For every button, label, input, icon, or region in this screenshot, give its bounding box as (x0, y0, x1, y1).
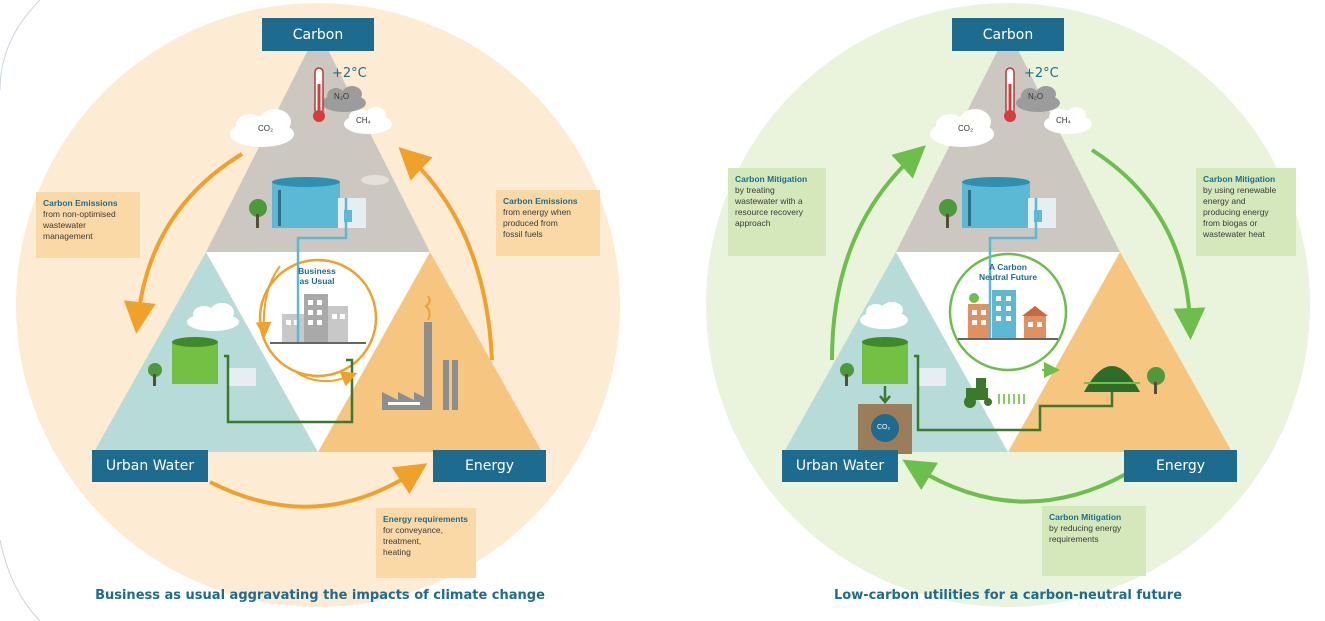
callout-heading: Energy requirements (383, 514, 469, 524)
right-tractor-icon (964, 378, 1025, 408)
right-temperature: +2°C (1024, 66, 1059, 81)
left-inner-arrow-1 (255, 265, 281, 338)
left-center-circle (258, 258, 378, 378)
right-carbon-label: Carbon (952, 18, 1064, 51)
callout-heading: Carbon Mitigation (1049, 512, 1122, 522)
corner-line-bottom (0, 539, 41, 621)
callout-heading: Carbon Mitigation (735, 174, 808, 184)
left-arrow-carbon-to-water (123, 152, 244, 334)
right-callout-top-right: Carbon Mitigation by using renewable ene… (1196, 168, 1296, 256)
right-caption: Low-carbon utilities for a carbon-neutra… (833, 588, 1183, 603)
left-urban-water-label: Urban Water (92, 450, 208, 482)
callout-line: treatment, (383, 536, 422, 546)
left-treatment-plant-icon (249, 177, 366, 228)
left-center-title: Business as Usual (284, 266, 350, 286)
left-factory-icon (382, 295, 458, 410)
right-center-line-1: A Carbon (989, 262, 1027, 272)
left-carbon-triangle (206, 30, 430, 252)
right-callout-bottom: Carbon Mitigation by reducing energy req… (1042, 506, 1146, 576)
right-energy-triangle (1008, 252, 1232, 452)
left-n2o-label: N₂O (334, 92, 350, 101)
right-water-tank-icon (840, 337, 946, 386)
right-treatment-plant-icon (939, 177, 1056, 228)
callout-line: by using renewable (1203, 185, 1277, 195)
callout-line: produced from (503, 218, 558, 228)
callout-line: resource recovery (735, 207, 804, 217)
left-center-line-2: as Usual (299, 276, 335, 286)
callout-line: producing energy (1203, 207, 1269, 217)
right-city-icon (958, 290, 1058, 340)
right-co2-storage-icon (858, 386, 912, 454)
left-inner-arrow-2 (295, 371, 358, 387)
callout-line: wastewater (43, 220, 86, 230)
left-arrow-energy-to-carbon (398, 146, 494, 361)
callout-line: from biogas or (1203, 218, 1258, 228)
callout-line: requirements (1049, 534, 1099, 544)
right-clouds (860, 107, 1092, 329)
left-callout-top-right: Carbon Emissions from energy when produc… (496, 190, 600, 256)
left-pipe-blue (296, 198, 348, 342)
right-arrow-water-to-carbon (830, 145, 926, 361)
callout-line: approach (735, 218, 771, 228)
callout-line: from energy when (503, 207, 572, 217)
right-biogas-dome-icon (1084, 366, 1165, 394)
callout-line: energy and (1203, 196, 1246, 206)
left-pipe-green (224, 354, 354, 424)
left-arrow-water-to-energy (209, 463, 428, 509)
right-callout-top-left: Carbon Mitigation by treating wastewater… (728, 168, 826, 256)
right-center-title: A Carbon Neutral Future (968, 262, 1048, 282)
right-panel (706, 3, 1310, 607)
callout-heading: Carbon Mitigation (1203, 174, 1276, 184)
callout-line: wastewater heat (1203, 229, 1265, 239)
callout-line: management (43, 231, 93, 241)
right-arrow-energy-to-water (902, 459, 1127, 504)
left-panel (16, 3, 620, 607)
callout-line: by treating (735, 185, 775, 195)
left-callout-bottom: Energy requirements for conveyance, trea… (376, 508, 476, 578)
right-co2-label: CO₂ (958, 124, 974, 133)
right-center-line-2: Neutral Future (978, 272, 1038, 282)
right-pipe-blue (988, 198, 1038, 338)
right-ch4-label: CH₄ (1056, 116, 1071, 125)
left-co2-label: CO₂ (258, 124, 274, 133)
right-arrow-carbon-to-energy (1090, 148, 1206, 340)
right-energy-label: Energy (1124, 450, 1237, 482)
callout-line: heating (383, 547, 411, 557)
callout-line: wastewater with a (735, 196, 803, 206)
left-carbon-label: Carbon (262, 18, 374, 51)
callout-line: fossil fuels (503, 229, 543, 239)
callout-line: by reducing energy (1049, 523, 1122, 533)
right-center-circle (948, 252, 1068, 372)
callout-line: from non-optimised (43, 209, 116, 219)
right-urban-water-label: Urban Water (782, 450, 898, 482)
left-energy-label: Energy (433, 450, 546, 482)
right-carbon-triangle (896, 30, 1120, 252)
right-storage-co2-label: CO₂ (877, 424, 891, 431)
callout-line: for conveyance, (383, 525, 444, 535)
right-pipe-green (914, 354, 1114, 432)
left-center-line-1: Business (298, 266, 336, 276)
left-caption: Business as usual aggravating the impact… (95, 588, 545, 603)
callout-heading: Carbon Emissions (43, 198, 118, 208)
left-temperature: +2°C (332, 66, 367, 81)
right-thermometer-icon (1004, 67, 1016, 122)
right-n2o-cloud (1016, 86, 1060, 112)
left-n2o-cloud (322, 86, 366, 112)
corner-line-top (0, 0, 41, 91)
left-callout-top-left: Carbon Emissions from non-optimised wast… (36, 192, 140, 258)
callout-heading: Carbon Emissions (503, 196, 578, 206)
right-n2o-label: N₂O (1028, 92, 1044, 101)
left-thermometer-icon (313, 67, 325, 122)
left-water-tank-icon (148, 337, 256, 386)
left-ch4-label: CH₄ (356, 116, 371, 125)
left-clouds (187, 107, 392, 331)
